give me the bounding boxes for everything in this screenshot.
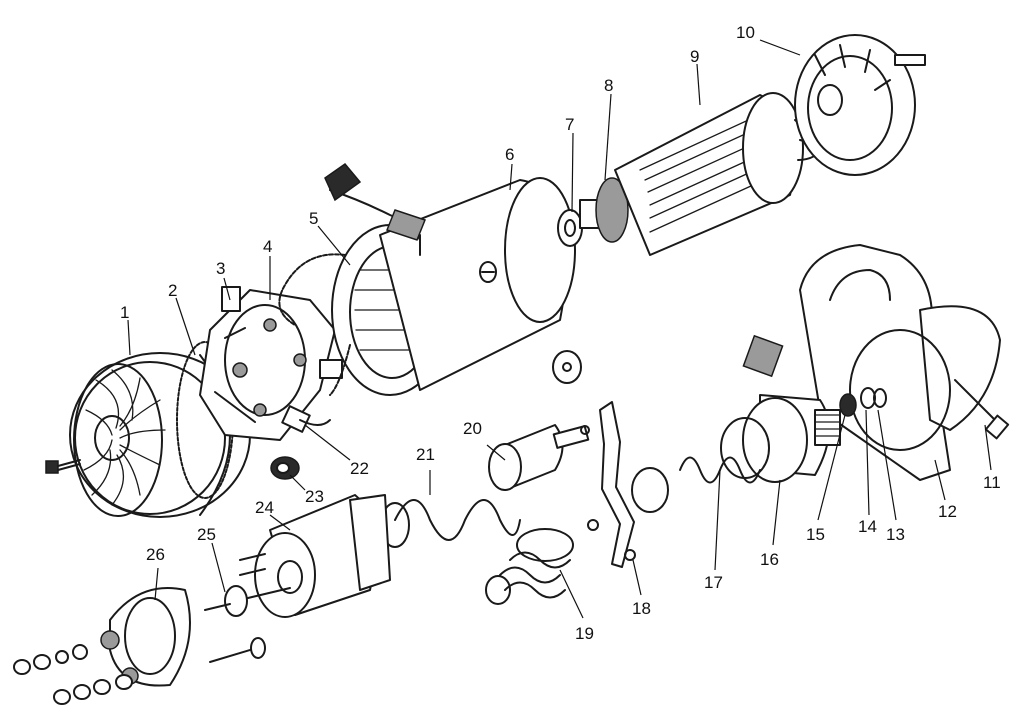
callout-24: 24 — [255, 498, 274, 517]
callout-18: 18 — [632, 599, 651, 618]
callout-19: 19 — [575, 624, 594, 643]
plunger — [488, 424, 590, 491]
callout-21: 21 — [416, 445, 435, 464]
callout-20: 20 — [463, 419, 482, 438]
callout-11: 11 — [983, 473, 1001, 492]
callout-5: 5 — [309, 209, 318, 228]
callout-4: 4 — [263, 237, 272, 256]
nuts-washers — [13, 644, 133, 705]
callout-1: 1 — [120, 303, 129, 322]
callout-8: 8 — [604, 76, 613, 95]
callout-15: 15 — [806, 525, 825, 544]
cover-plate — [552, 350, 582, 384]
bearing-bush — [557, 209, 583, 247]
callout-10: 10 — [736, 23, 755, 42]
callout-14: 14 — [858, 517, 877, 536]
callout-22: 22 — [350, 459, 369, 478]
armature — [579, 92, 827, 256]
washers — [839, 387, 887, 417]
callout-2: 2 — [168, 281, 177, 300]
callouts: 1 2 3 4 5 6 7 8 9 10 11 12 13 14 15 16 1… — [120, 23, 1001, 643]
solenoid — [239, 494, 391, 618]
plunger-spring — [380, 499, 521, 548]
brush-assembly — [270, 405, 331, 480]
drive-end-shield — [794, 34, 926, 176]
callout-9: 9 — [690, 47, 699, 66]
callout-23: 23 — [305, 487, 324, 506]
return-spring — [485, 528, 574, 605]
callout-13: 13 — [886, 525, 905, 544]
callout-3: 3 — [216, 259, 225, 278]
pinion-clutch — [631, 394, 841, 513]
callout-6: 6 — [505, 145, 514, 164]
shift-lever — [587, 401, 636, 568]
callout-16: 16 — [760, 550, 779, 569]
leader-lines — [127, 39, 992, 619]
callout-17: 17 — [704, 573, 723, 592]
brush-holder-plate — [199, 286, 343, 441]
callout-25: 25 — [197, 525, 216, 544]
callout-7: 7 — [565, 115, 574, 134]
callout-26: 26 — [146, 545, 165, 564]
callout-12: 12 — [938, 502, 957, 521]
yoke-housing — [324, 162, 576, 391]
